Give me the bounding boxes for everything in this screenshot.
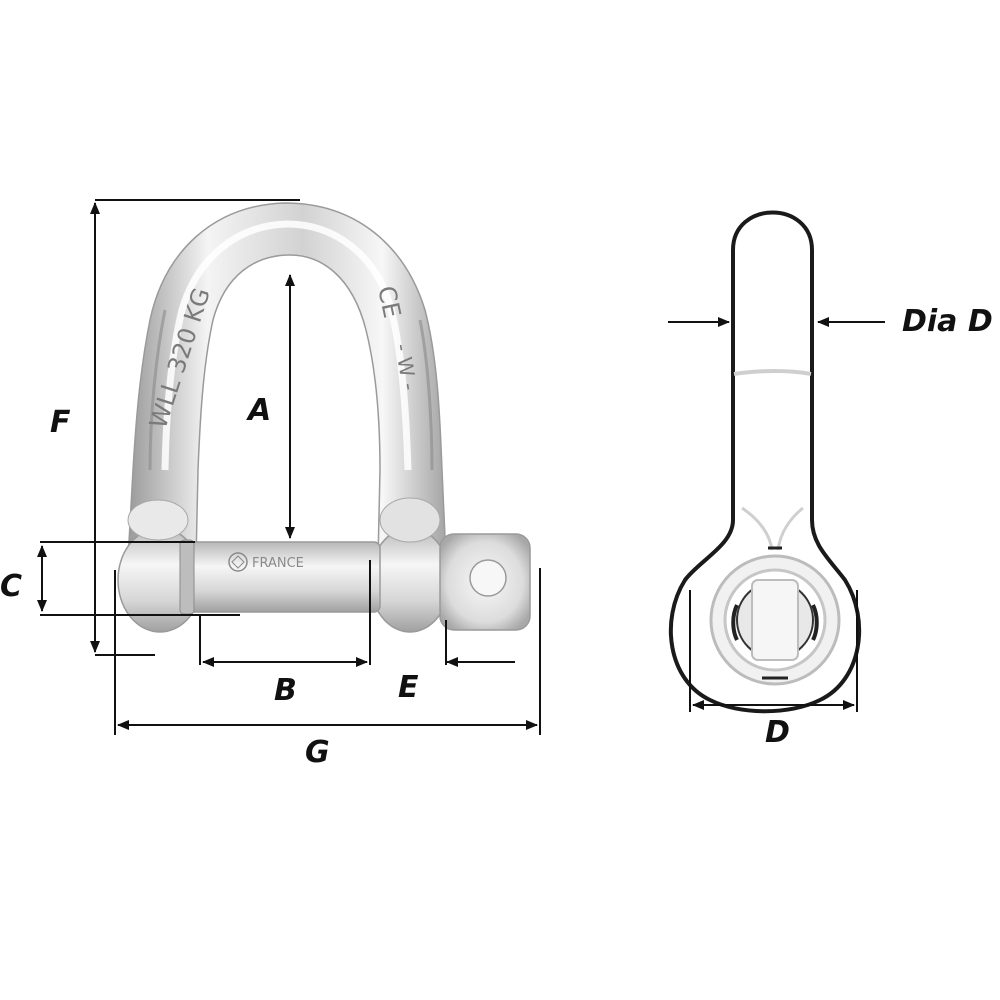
side-view-neck (741, 506, 804, 551)
label-b: B (274, 673, 297, 708)
pin-head-ring (179, 539, 195, 615)
side-pin-mark-right (811, 604, 819, 641)
side-pin-mark-left (731, 604, 739, 641)
dimension-lines-left (37, 199, 541, 735)
label-c: C (0, 569, 22, 604)
label-d: D (765, 715, 790, 750)
label-e: E (398, 670, 419, 705)
right-eye (369, 527, 451, 633)
label-f: F (50, 405, 71, 440)
pin (184, 541, 381, 613)
brand-logo-icon (228, 552, 248, 572)
shackle-body (127, 202, 447, 626)
shackle-highlight (161, 220, 412, 471)
label-a: A (246, 393, 271, 428)
shackle-shadow-left (148, 309, 167, 471)
ce-engraving: CE (372, 283, 406, 320)
label-dia-d: Dia D (902, 304, 993, 339)
shackle-shadow-right (418, 319, 434, 471)
left-eye-top (127, 499, 189, 541)
right-eye-top (379, 497, 441, 543)
shackle-front-view: FRANCE WLL 320 KG CE - W - (117, 202, 531, 633)
shackle-side-view (668, 210, 862, 714)
dimension-lines-right (668, 317, 885, 712)
label-g: G (305, 735, 330, 770)
pin-brand-text: FRANCE (252, 556, 304, 571)
side-pin-slot (751, 579, 799, 661)
pin-nut-hole (469, 559, 507, 597)
side-view-band (733, 369, 812, 376)
